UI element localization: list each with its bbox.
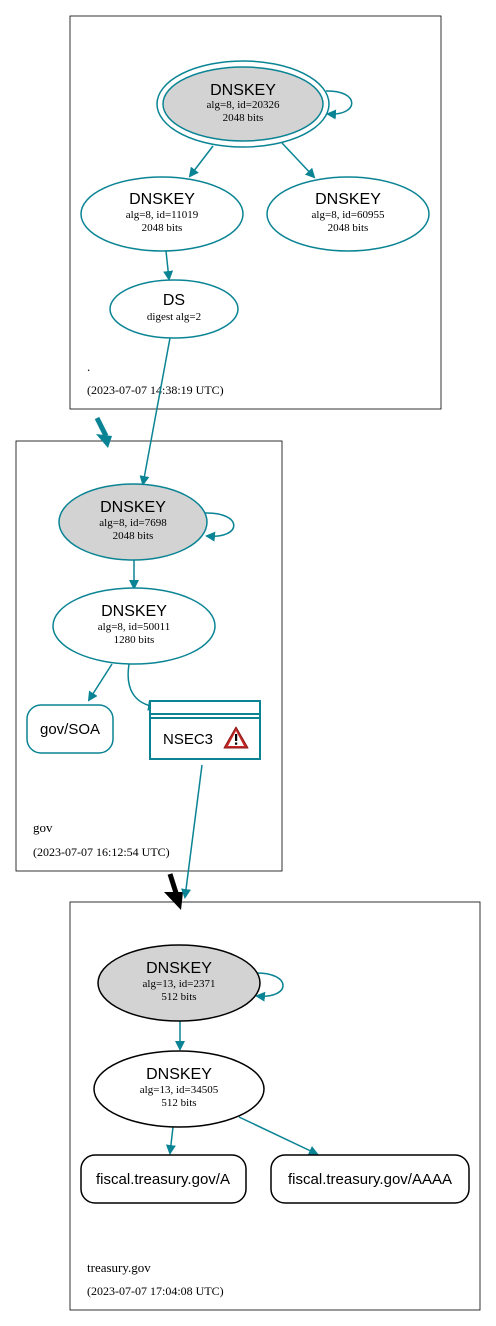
edge-root-ksk-zsk2	[281, 142, 316, 179]
node-root-zsk1-title: DNSKEY	[129, 191, 195, 208]
node-root-zsk1-line1: alg=8, id=11019	[126, 209, 199, 221]
edge-root-ksk-zsk1	[188, 145, 214, 178]
node-gov-zsk[interactable]: DNSKEY alg=8, id=50011 1280 bits	[52, 587, 216, 665]
node-root-zsk2-line2: 2048 bits	[328, 222, 369, 234]
node-root-zsk2-title: DNSKEY	[315, 191, 381, 208]
node-gov-ksk-line1: alg=8, id=7698	[99, 517, 167, 529]
node-root-zsk-11019[interactable]: DNSKEY alg=8, id=11019 2048 bits	[80, 176, 244, 252]
node-root-ksk[interactable]: DNSKEY alg=8, id=20326 2048 bits	[156, 60, 330, 148]
edge-treasury-zsk-aaaa	[238, 1116, 319, 1156]
node-rr-a[interactable]: fiscal.treasury.gov/A	[80, 1154, 247, 1204]
node-gov-zsk-title: DNSKEY	[101, 603, 167, 620]
edge-root-zsk1-ds	[163, 250, 174, 281]
zone-gov-box	[15, 440, 283, 872]
zone-treasury-timestamp: (2023-07-07 17:04:08 UTC)	[87, 1284, 224, 1298]
node-root-ksk-line2: 2048 bits	[223, 112, 264, 124]
node-gov-soa-title: gov/SOA	[40, 721, 100, 738]
warning-icon	[223, 726, 249, 749]
node-gov-nsec3[interactable]: NSEC3	[149, 700, 261, 760]
edge-nsec3-treasury	[181, 764, 203, 899]
zone-gov-name: gov	[33, 820, 53, 835]
node-gov-zsk-line2: 1280 bits	[114, 634, 155, 646]
zone-treasury-name: treasury.gov	[87, 1260, 151, 1275]
edge-root-ksk-self	[325, 90, 353, 120]
node-gov-nsec3-title: NSEC3	[163, 731, 213, 748]
edge-gov-ksk-self	[204, 512, 235, 542]
node-treasury-zsk[interactable]: DNSKEY alg=13, id=34505 512 bits	[93, 1050, 265, 1128]
node-treasury-ksk-line2: 512 bits	[161, 991, 196, 1003]
zone-root-box	[69, 15, 442, 410]
delegation-arrowhead-gov-treasury	[164, 892, 183, 910]
zone-treasury-box	[69, 901, 481, 1311]
zone-root-timestamp: (2023-07-07 14:38:19 UTC)	[87, 383, 224, 397]
node-rr-aaaa[interactable]: fiscal.treasury.gov/AAAA	[270, 1154, 470, 1204]
node-root-zsk2-line1: alg=8, id=60955	[312, 209, 385, 221]
node-treasury-zsk-line1: alg=13, id=34505	[140, 1084, 219, 1096]
node-root-ksk-line1: alg=8, id=20326	[207, 99, 280, 111]
node-gov-ksk-line2: 2048 bits	[113, 530, 154, 542]
node-gov-ds-title: DS	[163, 292, 185, 309]
node-treasury-zsk-title: DNSKEY	[146, 1066, 212, 1083]
node-rr-a-title: fiscal.treasury.gov/A	[96, 1171, 230, 1188]
node-root-zsk-60955[interactable]: DNSKEY alg=8, id=60955 2048 bits	[266, 176, 430, 252]
node-treasury-ksk-line1: alg=13, id=2371	[143, 978, 216, 990]
delegation-arrowhead-root-gov	[96, 434, 112, 448]
zone-gov-timestamp: (2023-07-07 16:12:54 UTC)	[33, 845, 170, 859]
node-treasury-zsk-line2: 512 bits	[161, 1097, 196, 1109]
node-root-ksk-title: DNSKEY	[210, 82, 276, 99]
node-gov-zsk-line1: alg=8, id=50011	[98, 621, 171, 633]
node-treasury-ksk[interactable]: DNSKEY alg=13, id=2371 512 bits	[97, 944, 261, 1022]
edge-gov-zsk-soa	[87, 663, 113, 702]
node-gov-ksk[interactable]: DNSKEY alg=8, id=7698 2048 bits	[58, 483, 208, 561]
node-root-zsk1-line2: 2048 bits	[142, 222, 183, 234]
edge-ds-gov-ksk	[139, 337, 171, 486]
node-gov-soa[interactable]: gov/SOA	[26, 704, 114, 754]
edge-treasury-zsk-a	[165, 1126, 176, 1155]
node-treasury-ksk-title: DNSKEY	[146, 960, 212, 977]
node-gov-ds-line1: digest alg=2	[147, 311, 201, 323]
node-gov-ksk-title: DNSKEY	[100, 499, 166, 516]
zone-root-name: .	[87, 359, 90, 374]
node-gov-ds[interactable]: DS digest alg=2	[109, 279, 239, 339]
delegation-arrow-root-gov	[94, 416, 109, 438]
node-rr-aaaa-title: fiscal.treasury.gov/AAAA	[288, 1171, 452, 1188]
edge-treasury-ksk-self	[254, 972, 284, 1002]
